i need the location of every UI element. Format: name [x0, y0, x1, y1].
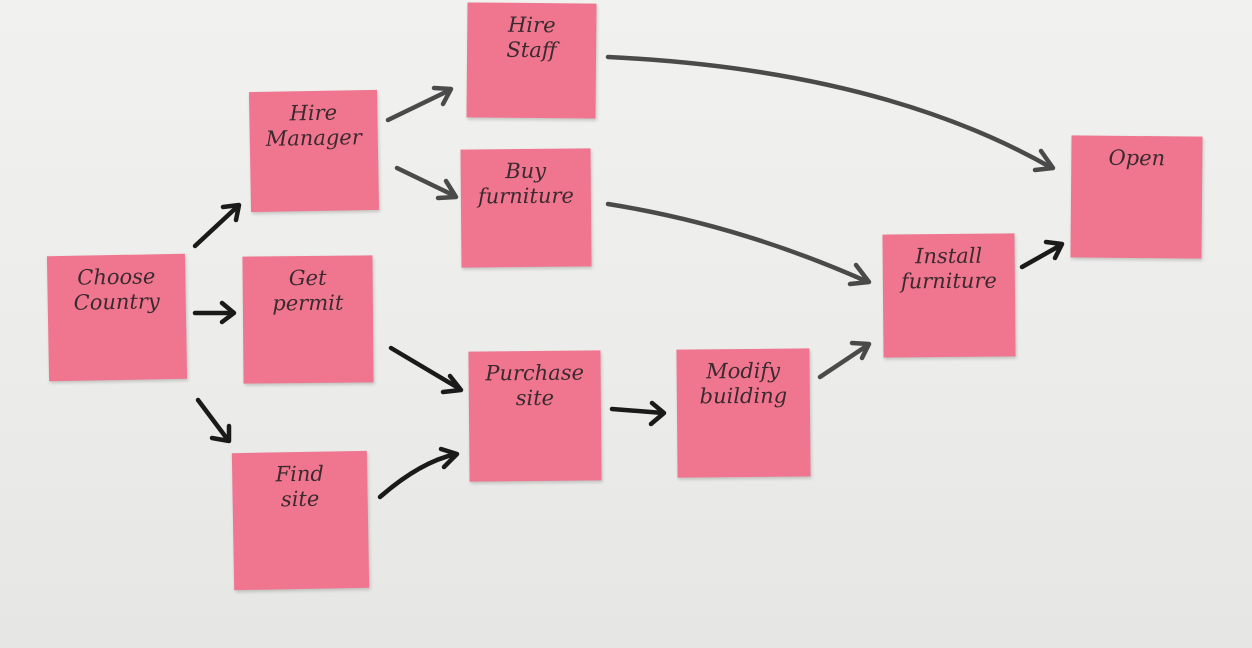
note-text: Staff: [506, 37, 557, 63]
note-text: furniture: [477, 183, 574, 209]
arrow-hire-manager-to-buy-furniture: [394, 165, 459, 201]
note-text: Choose: [77, 264, 156, 290]
note-text: Open: [1108, 145, 1166, 171]
note-text: building: [699, 383, 788, 409]
note-text: Buy: [505, 158, 547, 184]
arrow-get-permit-to-purchase-site: [388, 345, 464, 395]
note-text: Modify: [706, 358, 781, 384]
note-find-site: Find site: [231, 450, 370, 591]
arrow-choose-country-to-hire-manager: [192, 202, 242, 249]
note-text: Get: [288, 265, 327, 291]
note-text: Find: [275, 461, 325, 487]
note-modify-building: Modify building: [676, 348, 811, 478]
arrow-modify-building-to-install-furniture: [817, 340, 872, 380]
note-text: Install: [915, 243, 983, 269]
arrow-find-site-to-purchase-site: [377, 446, 460, 500]
note-install-furniture: Install furniture: [882, 233, 1016, 358]
note-text: site: [280, 486, 320, 512]
note-choose-country: Choose Country: [46, 253, 188, 382]
note-buy-furniture: Buy furniture: [460, 148, 592, 268]
note-hire-manager: Hire Manager: [248, 89, 380, 213]
note-purchase-site: Purchase site: [468, 350, 602, 482]
note-text: Purchase: [485, 360, 585, 386]
note-text: site: [515, 385, 555, 411]
arrow-buy-furniture-to-install-furniture: [605, 201, 872, 287]
arrow-choose-country-to-get-permit: [192, 300, 237, 325]
arrow-hire-staff-to-open: [605, 54, 1056, 173]
arrow-choose-country-to-find-site: [195, 397, 232, 444]
note-text: Hire: [507, 12, 556, 38]
arrow-hire-manager-to-hire-staff: [385, 85, 454, 123]
note-text: Hire: [289, 100, 338, 126]
note-get-permit: Get permit: [242, 255, 374, 384]
note-text: furniture: [900, 268, 997, 294]
arrow-purchase-site-to-modify-building: [609, 400, 667, 427]
arrow-install-furniture-to-open: [1019, 239, 1065, 270]
note-open: Open: [1070, 135, 1203, 259]
note-text: permit: [272, 290, 344, 316]
note-text: Manager: [265, 125, 362, 151]
note-text: Country: [73, 289, 160, 315]
note-hire-staff: Hire Staff: [466, 2, 597, 119]
